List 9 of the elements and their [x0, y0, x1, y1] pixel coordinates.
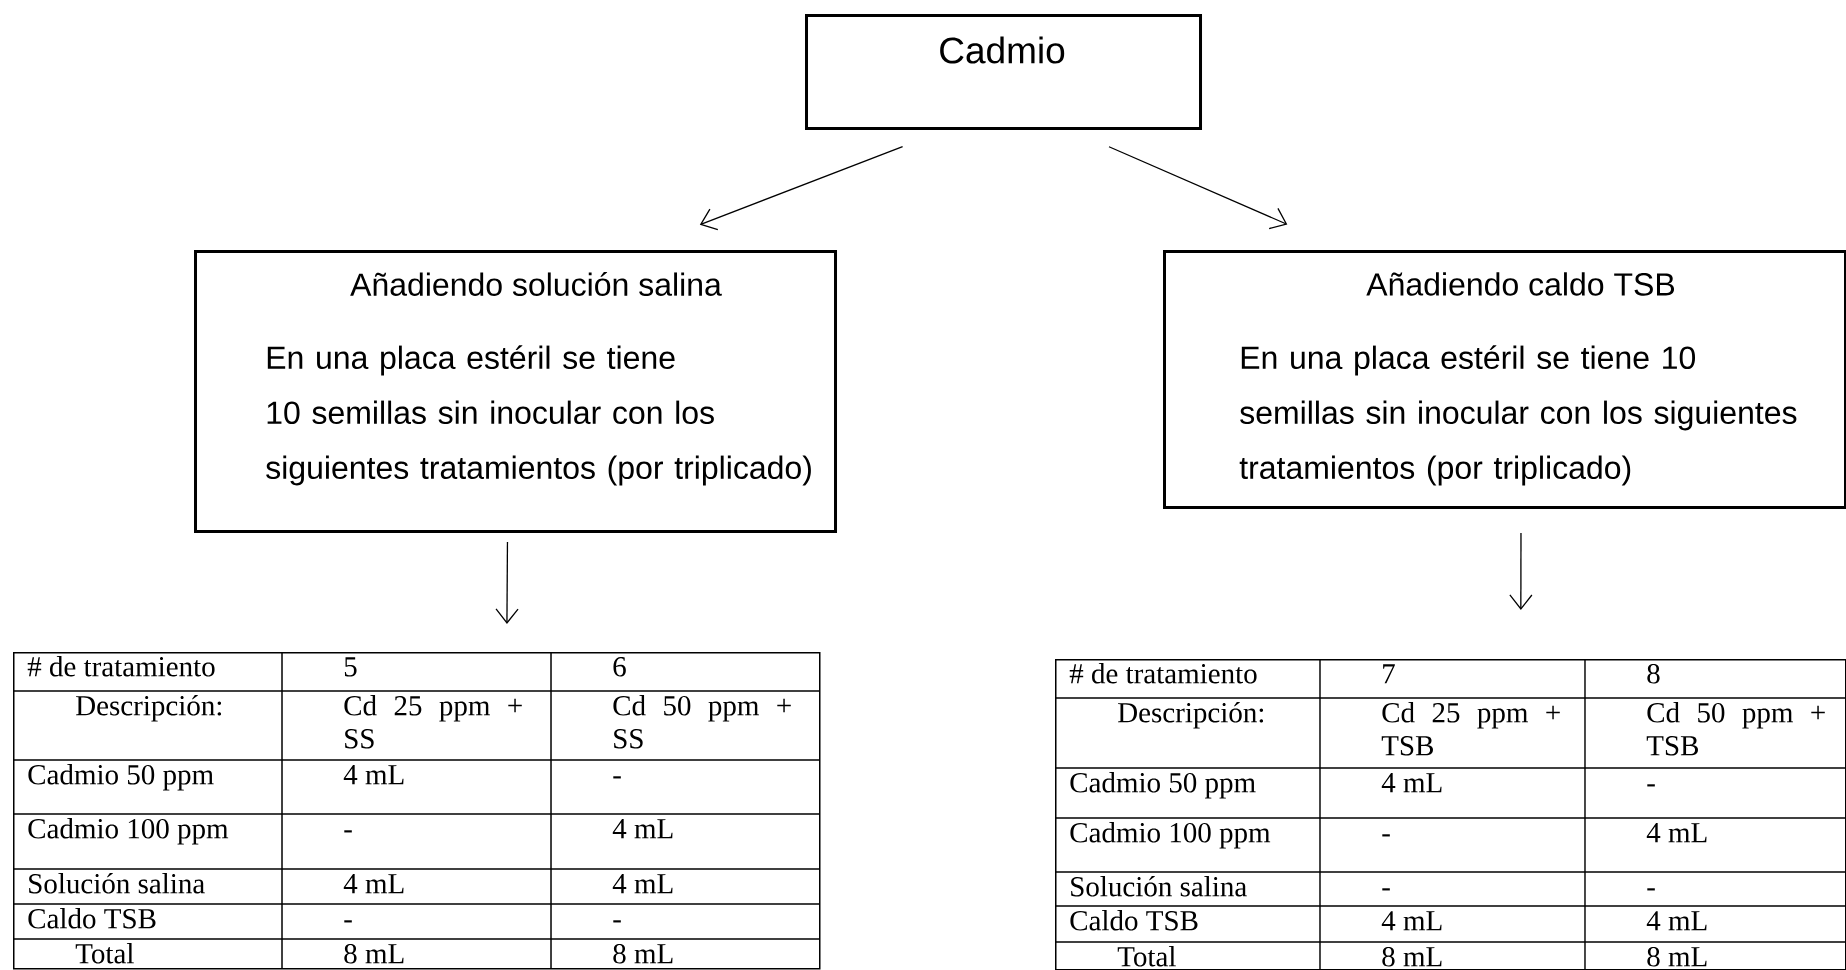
data-table: # de tratamiento 7 8 Descripción: Cd 25 ppm + TSB Cd 50 ppm + TSB Cadmio 50 ppm 4 mL - Cadmio 100 ppm - 4 mL Solución salina - - Caldo TSB 4 mL 4 mL Total 8 mL 8 mL: [1054, 658, 1846, 970]
title-box: Cadmio: [805, 14, 1202, 130]
arrow: [1108, 146, 1288, 230]
arrow: [699, 145, 904, 231]
process-box: Añadiendo caldo TSB En una placa estéril se tiene 10 semillas sin inocular con los siguientes tratamientos (por triplicado): [1163, 250, 1846, 509]
arrow: [1509, 532, 1533, 610]
arrow: [495, 541, 519, 624]
data-table: # de tratamiento 5 6 Descripción: Cd 25 ppm + SS Cd 50 ppm + SS Cadmio 50 ppm 4 mL - Cadmio 100 ppm - 4 mL Solución salina 4 mL 4 mL Caldo TSB - - Total 8 mL 8 mL: [12, 651, 821, 970]
process-box: Añadiendo solución salina En una placa estéril se tiene 10 semillas sin inocular con los siguientes tratamientos (por triplicado): [194, 250, 837, 533]
